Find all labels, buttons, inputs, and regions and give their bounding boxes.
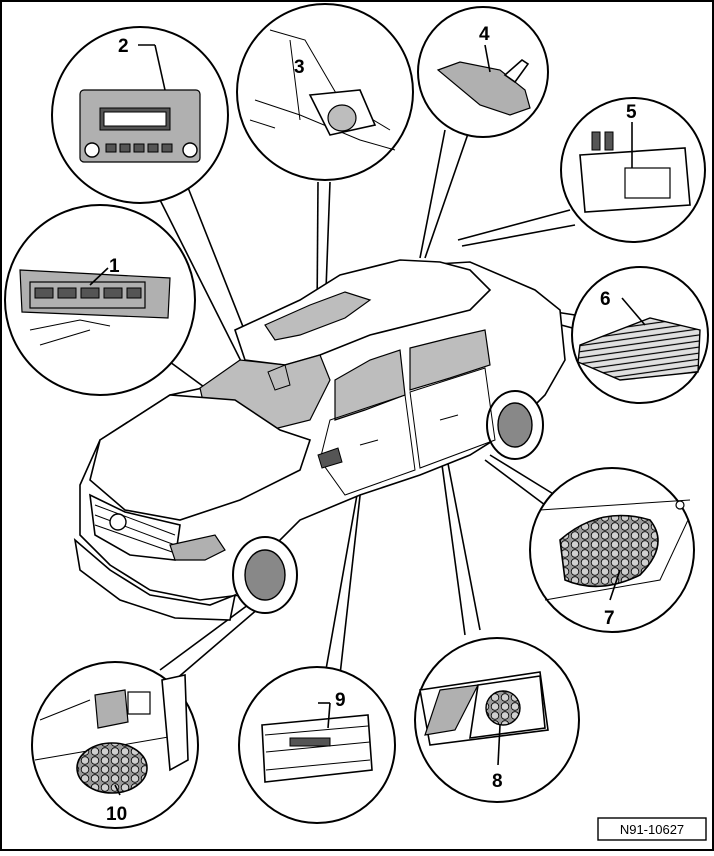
callout-label-10: 10 (106, 804, 127, 825)
callout-label-3: 3 (294, 57, 305, 78)
callout-label-9: 9 (335, 690, 346, 711)
callout-bubble-3 (236, 3, 414, 181)
callout-label-4: 4 (479, 24, 490, 45)
callout-bubble-1 (4, 204, 196, 396)
callout-label-8: 8 (492, 771, 503, 792)
callout-bubble-5 (560, 97, 706, 243)
grille-slats (94, 504, 176, 554)
callout-label-7: 7 (604, 608, 615, 629)
callout-bubble-6 (571, 266, 709, 404)
callout-bubble-2 (51, 26, 229, 204)
callout-label-5: 5 (626, 102, 637, 123)
callout-bubble-9 (238, 666, 396, 824)
reference-code: N91-10627 (620, 822, 684, 837)
badge-icon (109, 513, 127, 531)
callout-bubble-4 (417, 6, 549, 138)
car-illustration (73, 259, 566, 621)
callout-label-1: 1 (109, 256, 120, 277)
callout-label-6: 6 (600, 289, 611, 310)
callout-label-2: 2 (118, 36, 129, 57)
callout-bubble-7 (529, 467, 695, 633)
reference-code-box (597, 817, 707, 841)
callout-bubble-8 (414, 637, 580, 803)
callout-bubble-10 (31, 661, 199, 829)
